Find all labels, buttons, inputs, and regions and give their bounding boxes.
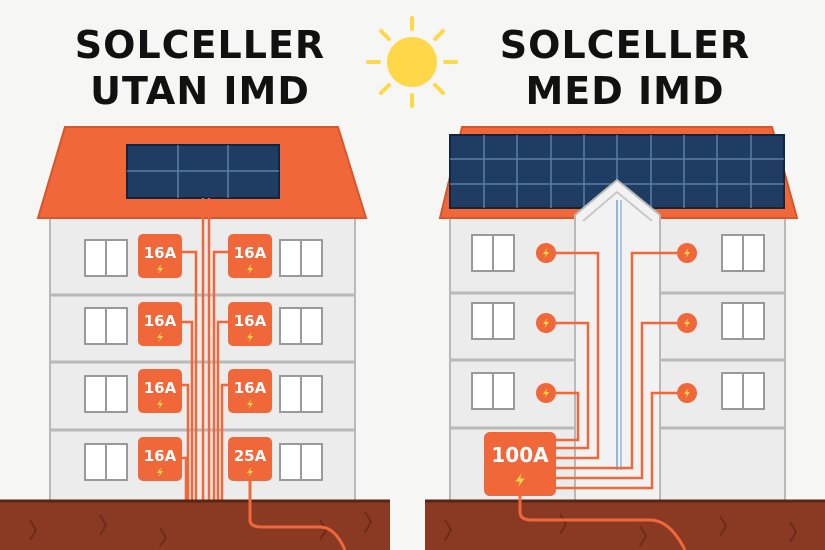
title-with-imd: SOLCELLER MED IMD <box>445 22 805 114</box>
main-meter: 100A <box>484 432 556 496</box>
solar-panel-icon <box>126 144 280 199</box>
title-right-line2: MED IMD <box>525 69 725 113</box>
service-cable-right <box>518 496 687 550</box>
svg-text:25A: 25A <box>234 447 267 465</box>
meter-l3: 16A <box>138 369 182 413</box>
svg-text:16A: 16A <box>234 379 267 397</box>
meter-r2: 16A <box>228 302 272 346</box>
window-icon <box>471 234 765 410</box>
svg-text:100A: 100A <box>491 443 549 467</box>
sun-icon <box>366 16 458 108</box>
wires-right <box>555 251 677 490</box>
meter-l2: 16A <box>138 302 182 346</box>
sub-meter-icon <box>536 243 697 403</box>
service-cable-left <box>248 481 347 550</box>
meter-r1: 16A <box>228 234 272 278</box>
building-without-imd: 16A 16A 16A 16A 16A <box>0 126 390 550</box>
meter-r3: 16A <box>228 369 272 413</box>
building-with-imd: 100A <box>425 126 825 550</box>
meter-l4: 16A <box>138 437 182 481</box>
wires-left <box>182 198 228 505</box>
svg-text:16A: 16A <box>144 244 177 262</box>
title-right-line1: SOLCELLER <box>499 23 751 67</box>
svg-text:16A: 16A <box>144 312 177 330</box>
svg-text:16A: 16A <box>144 447 177 465</box>
meter-r4: 25A <box>228 437 272 481</box>
meter-l1: 16A <box>138 234 182 278</box>
svg-text:16A: 16A <box>234 244 267 262</box>
ground-left <box>0 500 390 550</box>
svg-text:16A: 16A <box>234 312 267 330</box>
title-left-line2: UTAN IMD <box>90 69 310 113</box>
window-icon <box>84 239 323 481</box>
title-without-imd: SOLCELLER UTAN IMD <box>40 22 360 114</box>
title-left-line1: SOLCELLER <box>74 23 326 67</box>
svg-text:16A: 16A <box>144 379 177 397</box>
cable-shaft <box>574 178 661 506</box>
ground-right <box>425 500 825 550</box>
